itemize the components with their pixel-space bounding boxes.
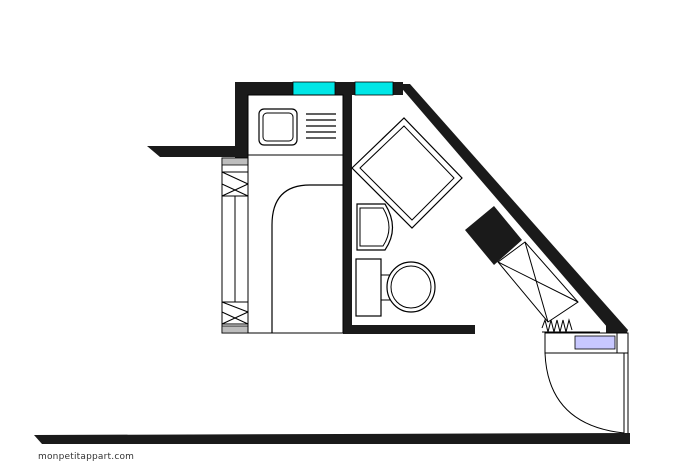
- kitchen-left-wall: [235, 82, 248, 158]
- bed-area: [247, 154, 344, 334]
- top-wall-mid: [335, 82, 355, 95]
- shower-icon: [351, 117, 463, 229]
- door-side-wall: [616, 332, 629, 354]
- window-bathroom: [354, 81, 394, 96]
- bottom-wall: [34, 433, 630, 444]
- left-wall-stub: [147, 146, 235, 157]
- watermark: monpetitappart.com: [38, 452, 135, 462]
- arch-furniture: [271, 184, 343, 333]
- diagonal-closet: [497, 241, 579, 323]
- left-frame-cross-top: [221, 171, 249, 197]
- diagonal-block: [465, 206, 522, 265]
- washbasin-icon: [356, 203, 394, 251]
- left-frame-top-gray: [221, 157, 249, 166]
- window-entry: [574, 335, 616, 350]
- top-wall-left: [235, 82, 293, 95]
- radiator-icon: [541, 318, 600, 333]
- bath-bottom-wall: [343, 325, 475, 334]
- top-wall-right: [393, 82, 403, 95]
- door-swing-icon: [544, 352, 629, 434]
- toilet-icon: [355, 258, 436, 317]
- sink-icon: [258, 108, 336, 146]
- left-frame-bottom-gray: [221, 325, 249, 334]
- window-kitchen: [292, 81, 336, 96]
- diagonal-wall-bottom: [606, 322, 628, 335]
- diagonal-wall: [398, 84, 628, 335]
- partition-wall: [343, 95, 352, 333]
